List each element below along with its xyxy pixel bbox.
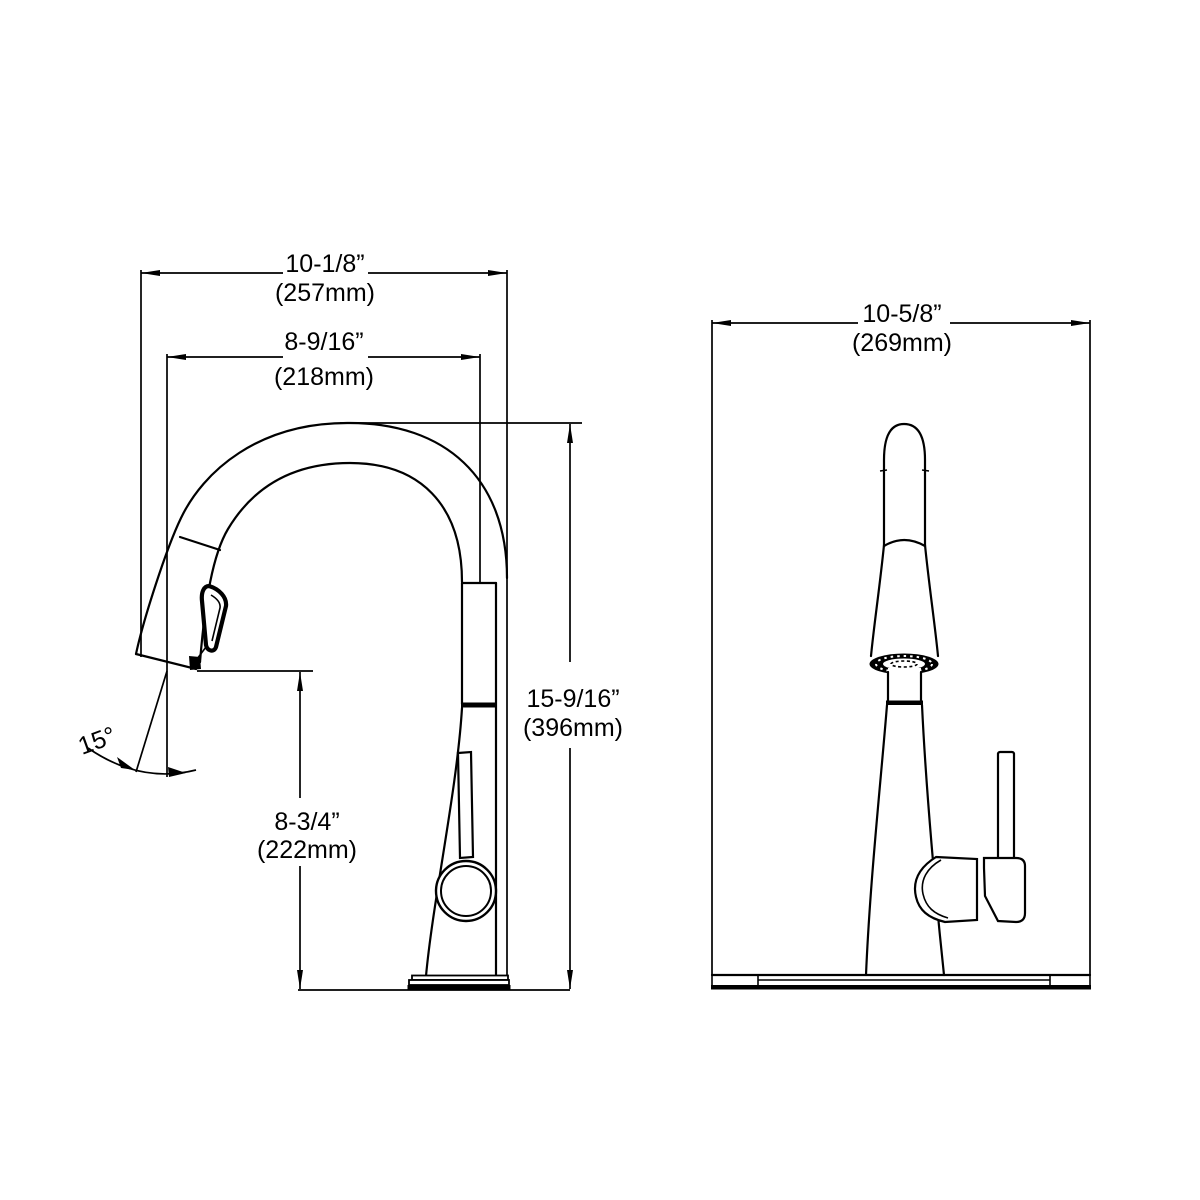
front-neck-fill (888, 668, 921, 704)
angle-arrow-right (168, 767, 186, 777)
handle-escutcheon (982, 856, 1027, 924)
side-view: 10-1/8” (257mm) 8-9/16” (218mm) 15-9/16”… (74, 250, 623, 991)
handle-front (913, 750, 1027, 924)
dim-deck-width: 10-5/8” (269mm) (711, 300, 1091, 975)
dim-overall-reach: 10-1/8” (257mm) (140, 250, 508, 975)
dim-spout-height: 8-3/4” (222mm) (197, 670, 357, 989)
dim-spout-reach-inches: 8-9/16” (284, 328, 363, 356)
handle-cap-inner (440, 865, 492, 917)
spray-head (134, 535, 229, 671)
front-view: 10-5/8” (269mm) (710, 300, 1092, 990)
base-ring-mid (408, 979, 510, 986)
front-cone-left (869, 543, 886, 658)
spray-outlet-tip (189, 656, 201, 670)
spray-face-center (883, 658, 925, 670)
base-side (407, 974, 511, 990)
dim-deck-width-mm: (269mm) (852, 329, 952, 357)
arrowhead-left (712, 320, 731, 326)
arrowhead-top (567, 424, 573, 443)
base-ring-bottom (407, 985, 511, 990)
angle-annotation: 15° (74, 670, 197, 777)
spray-head-button-tail (196, 646, 207, 660)
front-body-right (920, 703, 946, 977)
arrowhead-right (1071, 320, 1090, 326)
spray-head-button-inner (210, 594, 221, 642)
spout-inner-edge (198, 461, 464, 664)
faucet-body-side (298, 581, 570, 991)
arrowhead-bottom (567, 970, 573, 989)
dim-spout-height-mm: (222mm) (257, 836, 357, 864)
angle-ray-slanted (135, 670, 168, 773)
spray-head-button (199, 583, 229, 653)
front-cone-right (923, 543, 940, 658)
dim-overall-height-inches: 15-9/16” (526, 685, 619, 713)
dim-spout-height-inches: 8-3/4” (274, 808, 339, 836)
handle-mount-inner-curve (921, 859, 949, 919)
handle-lever-side (456, 750, 475, 860)
arrowhead-left (141, 270, 160, 276)
arrowhead-top (297, 672, 303, 691)
arrowhead-right (488, 270, 507, 276)
arrowhead-right (461, 354, 480, 360)
spray-face-nozzle-dots (890, 660, 918, 668)
front-body-left (864, 703, 889, 977)
handle-lever-front (996, 750, 1016, 861)
spout-outer-edge (134, 421, 509, 656)
dim-overall-reach-mm: (257mm) (275, 279, 375, 307)
deck-plate (710, 973, 1092, 990)
angle-arc (87, 747, 197, 775)
spray-face (869, 653, 939, 675)
dim-spout-reach-mm: (218mm) (274, 363, 374, 391)
front-dome-tick-right (921, 469, 930, 472)
spray-head-joint-line (178, 535, 222, 552)
handle-cap-outer (434, 859, 498, 923)
dim-overall-reach-inches: 10-1/8” (285, 250, 364, 278)
body-left-edge (424, 706, 464, 978)
deck-plate-bottom (711, 985, 1091, 990)
handle-mount (913, 855, 979, 924)
spray-face-ring-dots (875, 655, 933, 673)
dim-overall-height: 15-9/16” (396mm) (340, 422, 623, 989)
angle-label: 15° (74, 721, 119, 760)
dim-spout-reach: 8-9/16” (218mm) (166, 328, 481, 777)
front-dome-seam (882, 538, 927, 548)
front-dome-tick-left (879, 469, 888, 472)
arrowhead-left (167, 354, 186, 360)
arrowhead-bottom (297, 970, 303, 989)
dim-overall-height-mm: (396mm) (523, 714, 623, 742)
front-body-fill (866, 705, 944, 975)
angle-arrow-left (117, 757, 135, 770)
front-dome-outline (882, 422, 927, 547)
dim-deck-width-inches: 10-5/8” (862, 300, 941, 328)
